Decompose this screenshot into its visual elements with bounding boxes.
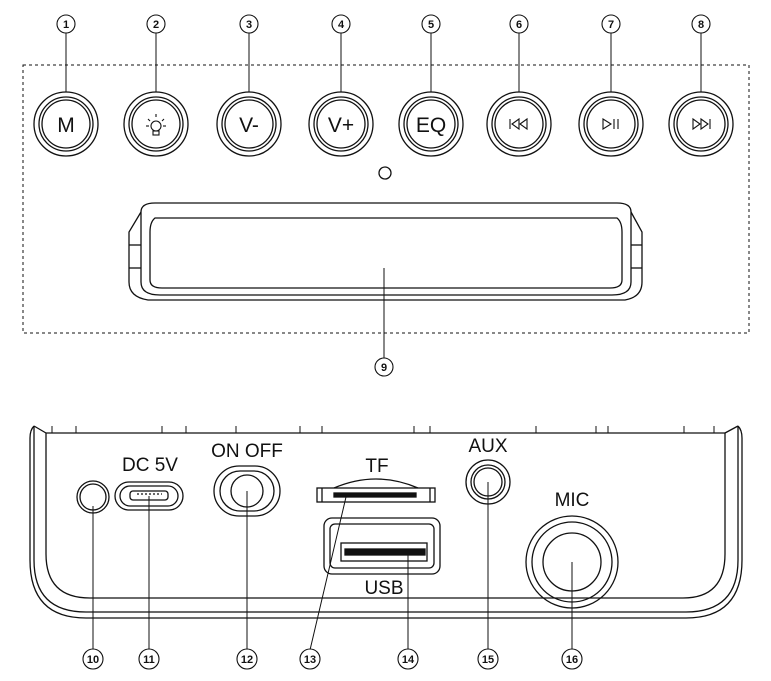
- callout-12: 12: [241, 654, 253, 666]
- callout-7: 7: [608, 19, 614, 31]
- light-bulb-icon: [146, 114, 166, 136]
- tf-card-slot[interactable]: [316, 478, 436, 503]
- button-volume-down[interactable]: [216, 91, 282, 157]
- callout-5: 5: [428, 19, 434, 31]
- callout-8: 8: [698, 19, 704, 31]
- previous-track-icon: [509, 117, 528, 131]
- callout-9: 9: [381, 362, 387, 374]
- indicator-light: [378, 166, 392, 180]
- button-volume-up-label: V+: [328, 114, 354, 137]
- callout-circles-bottom: [82, 648, 583, 670]
- back-panel-outline: [29, 425, 743, 619]
- callout-1: 1: [63, 19, 69, 31]
- dc-5v-label: DC 5V: [122, 455, 178, 476]
- power-switch-label: ON OFF: [211, 441, 283, 462]
- callout-15: 15: [482, 654, 494, 666]
- callout-6: 6: [516, 19, 522, 31]
- callout-circles-top: [56, 14, 711, 377]
- callout-4: 4: [338, 19, 345, 31]
- play-pause-icon: [602, 118, 619, 130]
- button-m[interactable]: [33, 91, 99, 157]
- callout-13: 13: [304, 654, 316, 666]
- usb-port[interactable]: [323, 517, 441, 575]
- callout-14: 14: [402, 654, 415, 666]
- carry-handle[interactable]: [128, 202, 643, 301]
- callout-10: 10: [87, 654, 99, 666]
- button-volume-up[interactable]: [308, 91, 374, 157]
- aux-label: AUX: [468, 436, 507, 457]
- button-eq[interactable]: [398, 91, 464, 157]
- button-light[interactable]: [123, 91, 189, 157]
- button-eq-label: EQ: [416, 114, 446, 137]
- callout-3: 3: [246, 19, 252, 31]
- top-leader-lines: [65, 33, 702, 92]
- top-panel-outline: [22, 64, 750, 334]
- tf-label: TF: [365, 456, 388, 477]
- next-track-icon: [692, 117, 711, 131]
- callout-2: 2: [153, 19, 159, 31]
- callout-16: 16: [566, 654, 578, 666]
- button-m-label: M: [57, 114, 75, 137]
- usb-label: USB: [364, 578, 403, 599]
- button-volume-down-label: V-: [239, 114, 259, 137]
- callout-11: 11: [143, 654, 155, 666]
- top-edge-ticks: [51, 426, 715, 433]
- mic-label: MIC: [555, 490, 590, 511]
